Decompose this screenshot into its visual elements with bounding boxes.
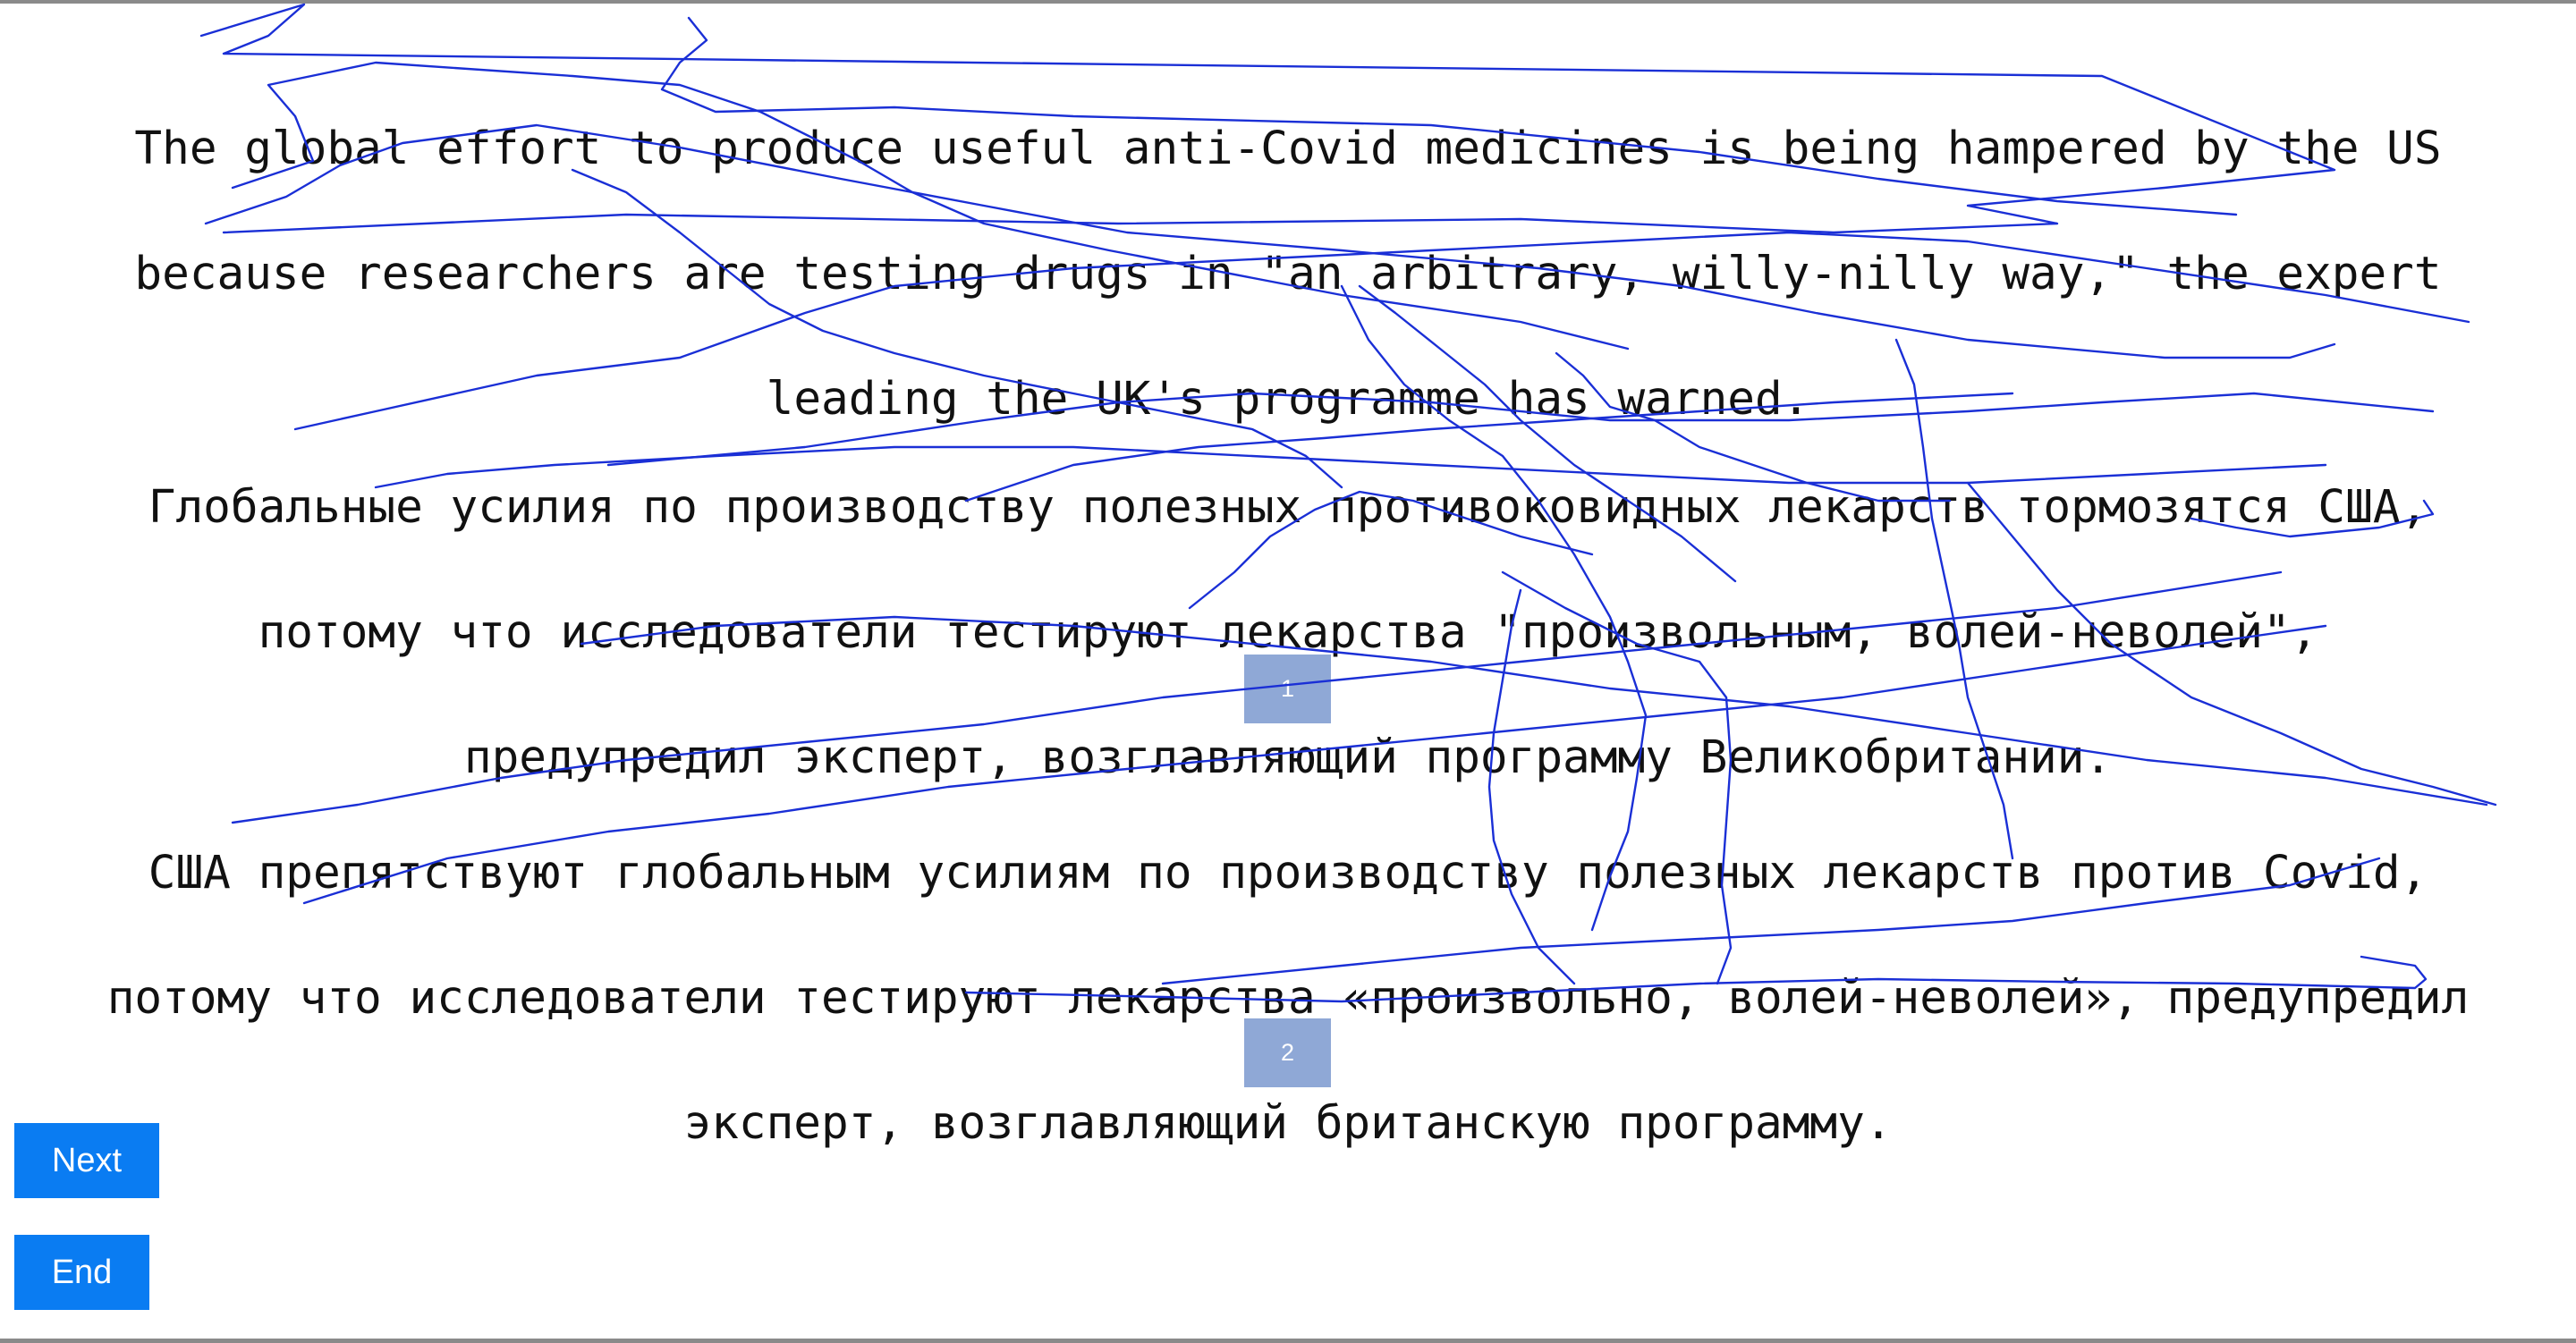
source-line: because researchers are testing drugs in… <box>134 248 2442 300</box>
candidate-1-badge[interactable]: 1 <box>1244 655 1331 723</box>
candidate-line: США препятствуют глобальным усилиям по п… <box>148 847 2428 900</box>
candidate-2-badge[interactable]: 2 <box>1244 1018 1331 1087</box>
candidate-line: Глобальные усилия по производству полезн… <box>148 481 2428 534</box>
top-border <box>0 0 2576 4</box>
source-line: The global effort to produce useful anti… <box>134 122 2442 175</box>
bottom-border <box>0 1339 2576 1343</box>
candidate-line: эксперт, возглавляющий британскую програ… <box>683 1097 1893 1150</box>
translation-candidate-2: США препятствуют глобальным усилиям по п… <box>0 780 2576 1218</box>
next-button[interactable]: Next <box>14 1123 159 1198</box>
end-button[interactable]: End <box>14 1235 149 1310</box>
